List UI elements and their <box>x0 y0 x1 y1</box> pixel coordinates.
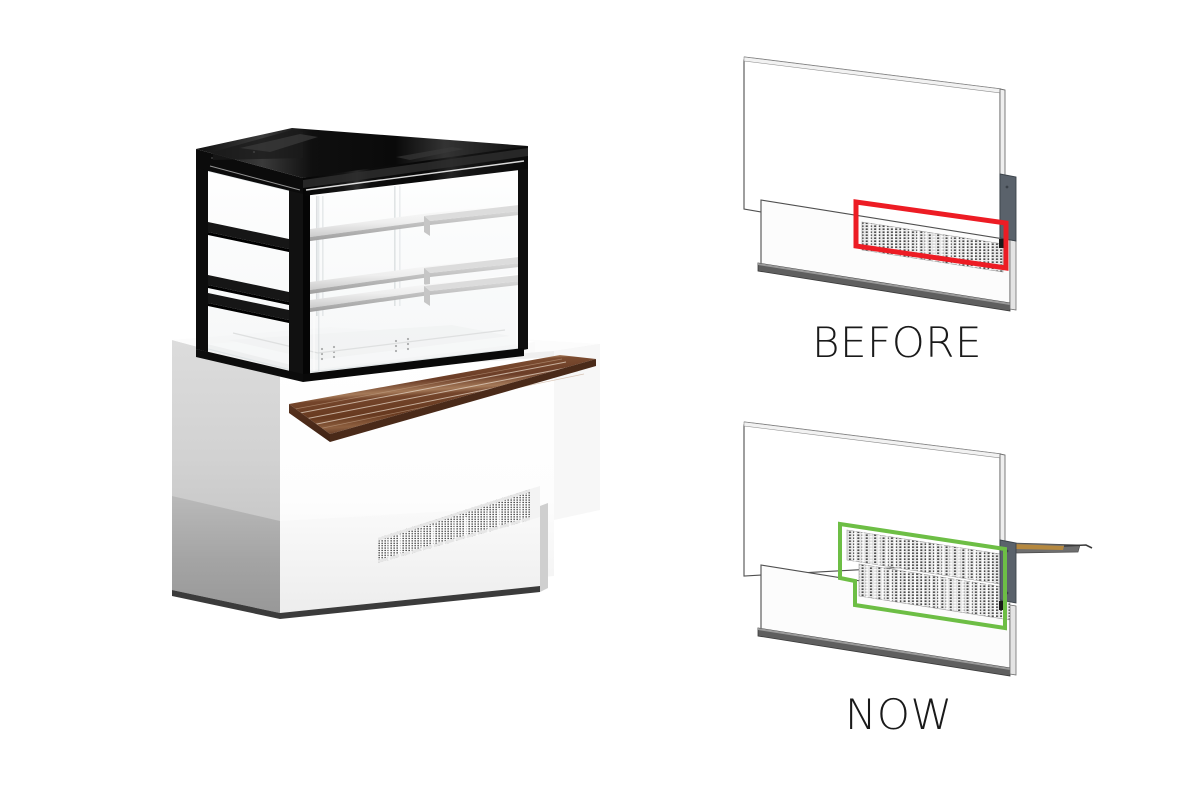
ventilation-grille <box>378 486 540 563</box>
now-panel-drawing <box>743 421 1093 677</box>
case-frame <box>196 163 528 382</box>
now-ventilation-grille-lower <box>858 563 1011 621</box>
now-connector-box <box>999 539 1093 610</box>
before-panel-drawing <box>743 56 1017 312</box>
display-shelf-top <box>208 204 519 255</box>
display-shelf-bottom <box>208 274 519 326</box>
wooden-tray-shelf <box>289 355 596 442</box>
now-cable-tail <box>1063 544 1093 549</box>
now-highlight-box <box>838 521 1007 631</box>
now-ventilation-grille-upper <box>846 529 1001 585</box>
now-label: NOW <box>845 690 953 739</box>
now-cable-gold-stripe <box>1014 544 1064 550</box>
display-shelf-middle <box>208 256 519 308</box>
black-top-canopy <box>196 128 528 196</box>
before-label: BEFORE <box>812 318 982 367</box>
before-highlight-box <box>853 199 1009 271</box>
